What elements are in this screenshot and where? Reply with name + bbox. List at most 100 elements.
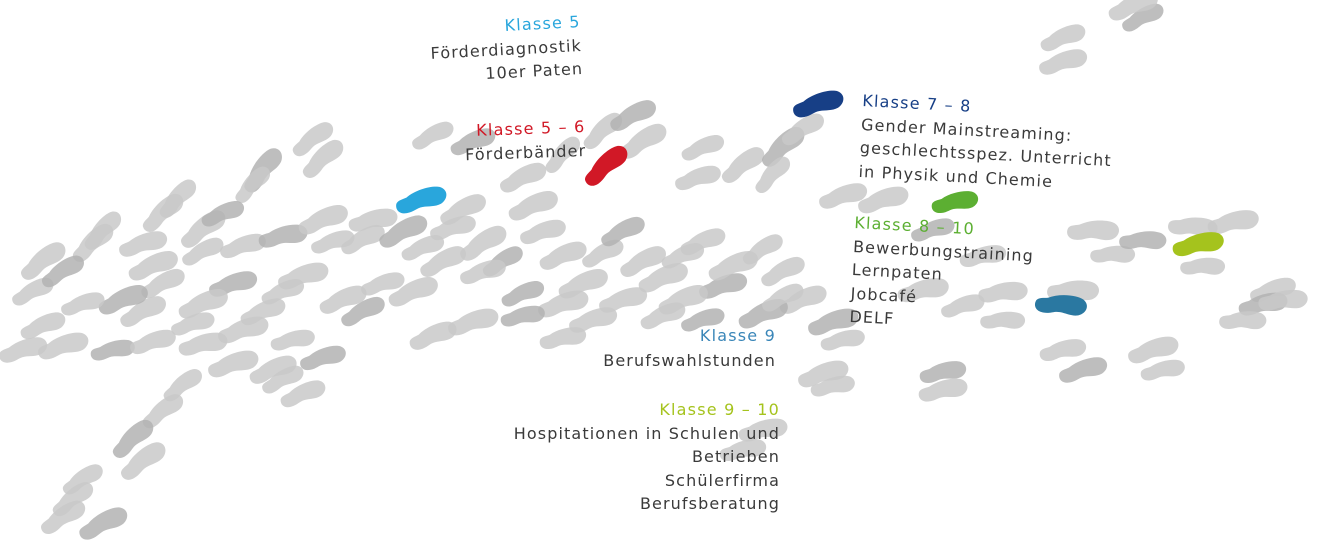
grey-footprint (130, 329, 176, 355)
grey-footprint (1219, 311, 1267, 330)
grey-footprint (539, 241, 587, 270)
grey-footprint (460, 225, 507, 261)
grey-footprint (911, 218, 955, 242)
grey-footprint (808, 308, 859, 336)
grey-footprint (1067, 220, 1120, 241)
grey-footprint (755, 156, 791, 194)
grey-footprint (178, 332, 228, 356)
grey-footprint (298, 205, 348, 235)
grey-footprint (599, 287, 648, 313)
grey-footprint (201, 201, 245, 227)
grey-footprint (1039, 339, 1087, 362)
grey-footprint (798, 360, 849, 388)
grey-footprint (72, 223, 114, 262)
grey-footprint (681, 308, 725, 332)
red-footprint (584, 145, 628, 186)
grey-footprint (959, 245, 1007, 268)
grey-footprint (379, 215, 428, 248)
grey-footprint (738, 418, 788, 442)
grey-footprint (218, 316, 269, 344)
grey-footprint (412, 121, 454, 150)
grey-footprint (601, 216, 645, 247)
group-klasse-5: Klasse 5 Förderdiagnostik 10er Paten (380, 10, 583, 91)
grey-footprint (1258, 289, 1308, 311)
grey-footprint (1180, 257, 1226, 275)
grey-footprint (430, 215, 476, 241)
group-klasse-9-item: Berufswahlstunden (603, 350, 776, 370)
grey-footprint (38, 332, 89, 360)
grey-footprint (388, 277, 438, 307)
navy-footprint (793, 90, 844, 118)
grey-footprint (460, 259, 506, 285)
grey-footprint (558, 269, 608, 299)
group-klasse-9-10-item: Hospitationen in Schulen und (513, 423, 780, 443)
grey-footprint (919, 361, 967, 384)
green-footprint (931, 191, 979, 214)
grey-footprint (0, 337, 48, 363)
grey-footprint (858, 186, 909, 214)
grey-footprint (120, 296, 166, 327)
grey-footprint (142, 394, 184, 429)
grey-footprint (235, 166, 271, 204)
group-klasse-9: Klasse 9 Berufswahlstunden (570, 324, 776, 372)
group-klasse-9-title: Klasse 9 (699, 326, 776, 345)
grey-footprint (500, 162, 547, 193)
grey-footprint (779, 285, 827, 314)
grey-footprint (941, 294, 985, 318)
grey-footprint (79, 507, 128, 540)
grey-footprint (1108, 0, 1158, 21)
grey-footprint (781, 113, 825, 146)
grey-footprint (142, 193, 184, 232)
grey-footprint (1040, 24, 1086, 52)
grey-footprint (448, 308, 499, 336)
grey-footprint (610, 100, 656, 131)
grey-footprint (819, 183, 868, 209)
grey-footprint (980, 311, 1026, 329)
grey-footprint (1047, 280, 1100, 301)
grey-footprint (721, 147, 765, 183)
group-klasse-9-10: Klasse 9 – 10 Hospitationen in Schulen u… (480, 398, 780, 516)
grey-footprint (569, 307, 618, 333)
grey-footprint (262, 365, 304, 394)
grey-footprint (120, 442, 166, 480)
grey-footprint (897, 278, 949, 303)
group-klasse-5-6: Klasse 5 – 6 Förderbänder (395, 115, 587, 169)
grey-footprint (658, 285, 708, 315)
grey-footprint (620, 123, 667, 159)
grey-footprint (545, 136, 581, 174)
grey-footprint (1059, 357, 1108, 383)
teal-footprint (1035, 295, 1087, 316)
grey-footprint (1207, 210, 1259, 235)
grey-footprint (62, 464, 103, 495)
grey-footprint (1168, 217, 1218, 238)
grey-footprint (141, 268, 185, 299)
grey-footprint (41, 255, 85, 288)
grey-footprint (1122, 3, 1164, 32)
grey-footprint (341, 224, 385, 255)
group-klasse-7-8: Klasse 7 – 8 Gender Mainstreaming: gesch… (858, 89, 1115, 196)
grey-footprint (361, 272, 405, 296)
grey-footprint (182, 237, 224, 266)
grey-footprint (918, 378, 968, 402)
grey-footprint (112, 419, 154, 458)
grey-footprint (680, 228, 726, 256)
grey-footprint (450, 128, 496, 156)
grey-footprint (500, 305, 545, 327)
grey-footprint (978, 281, 1028, 303)
grey-footprint (742, 234, 783, 265)
grey-footprint (12, 277, 54, 306)
grey-footprint (300, 345, 346, 371)
grey-footprint (61, 292, 105, 316)
grey-footprint (341, 296, 385, 327)
grey-footprint (258, 224, 308, 248)
grey-footprint (762, 283, 804, 312)
grey-footprint (249, 355, 297, 384)
grey-footprint (582, 239, 624, 268)
grey-footprint (261, 279, 305, 305)
grey-footprint (1128, 336, 1179, 364)
grey-footprint (440, 194, 486, 225)
grey-footprint (520, 219, 566, 245)
grey-footprint (311, 230, 355, 254)
grey-footprint (810, 375, 855, 397)
